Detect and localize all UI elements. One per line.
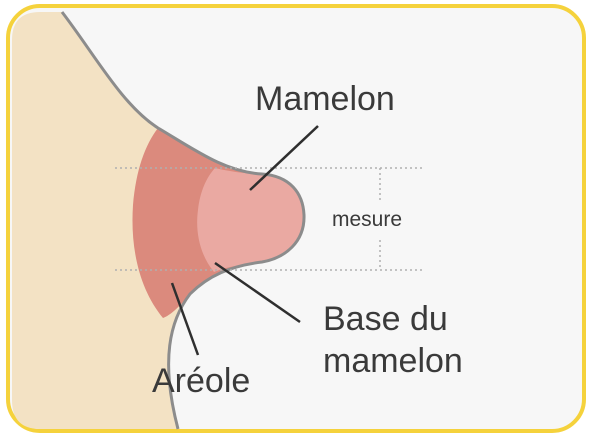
base-label-line1: Base du: [323, 300, 448, 338]
areole-label: Aréole: [152, 362, 250, 400]
mesure-label: mesure: [332, 208, 402, 231]
base-label-line2: mamelon: [323, 342, 463, 380]
mamelon-label: Mamelon: [255, 80, 395, 118]
